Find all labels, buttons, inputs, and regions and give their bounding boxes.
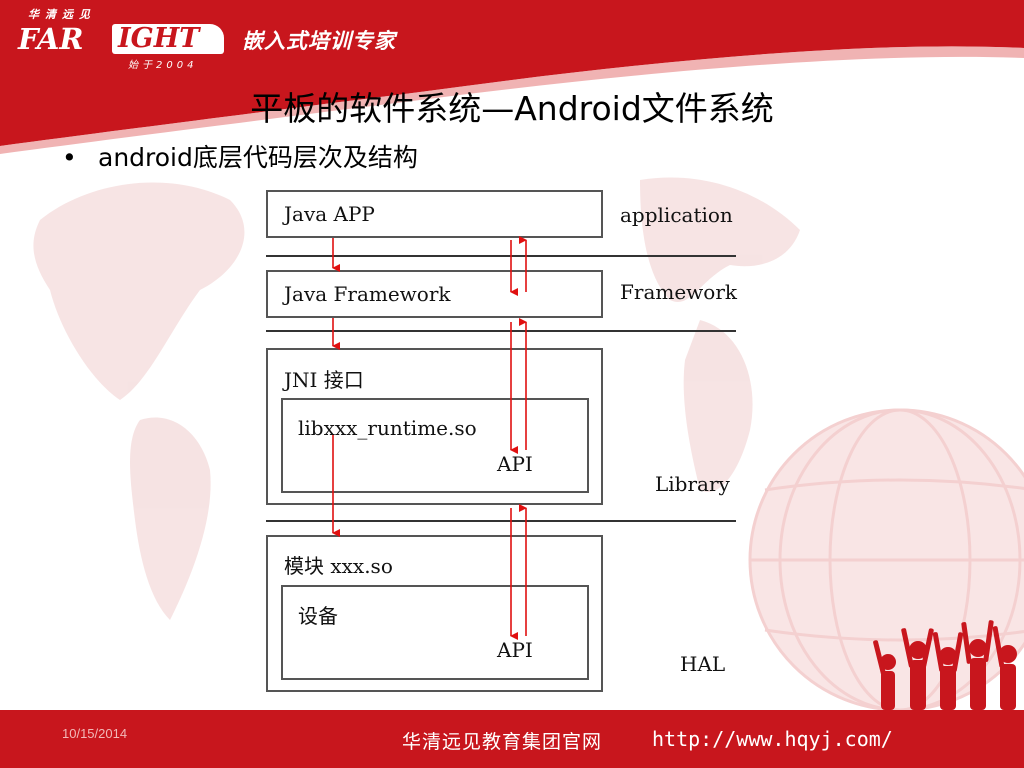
layer-label-library: Library	[655, 472, 730, 496]
label-api-library: API	[497, 452, 533, 476]
label-java-framework: Java Framework	[284, 282, 451, 306]
bullet-item: • android底层代码层次及结构	[62, 138, 418, 174]
logo-ight-text: IGHT	[112, 24, 224, 54]
bullet-text: android底层代码层次及结构	[98, 143, 418, 172]
logo-far-text: FAR	[18, 22, 84, 56]
layer-label-framework: Framework	[620, 280, 738, 304]
label-runtime: libxxx_runtime.so	[298, 416, 477, 440]
slide-title: 平板的软件系统—Android文件系统	[250, 89, 774, 128]
logo-since-text: 始于2004	[128, 60, 198, 71]
label-device: 设备	[298, 604, 338, 628]
label-module: 模块 xxx.so	[284, 554, 393, 578]
footer-site-name: 华清远见教育集团官网	[402, 731, 603, 753]
logo-slogan: 嵌入式培训专家	[242, 29, 396, 53]
box-runtime	[281, 398, 589, 493]
separator-framework	[266, 330, 736, 332]
bullet-dot-icon: •	[62, 143, 77, 172]
header: 华清远见 FAR IGHT 始于2004 嵌入式培训专家	[0, 0, 1024, 140]
label-java-app: Java APP	[284, 202, 375, 226]
logo-company-name: 华清远见	[28, 8, 96, 21]
label-api-hal: API	[497, 638, 533, 662]
box-java-framework	[266, 270, 603, 318]
box-java-app	[266, 190, 603, 238]
separator-application	[266, 255, 736, 257]
layer-label-hal: HAL	[680, 652, 726, 676]
footer	[0, 710, 1024, 768]
label-jni: JNI 接口	[284, 368, 364, 392]
footer-date: 10/15/2014	[62, 726, 128, 741]
separator-library	[266, 520, 736, 522]
box-device	[281, 585, 589, 680]
layer-label-application: application	[620, 203, 733, 227]
footer-url-link[interactable]: http://www.hqyj.com/	[652, 727, 893, 751]
